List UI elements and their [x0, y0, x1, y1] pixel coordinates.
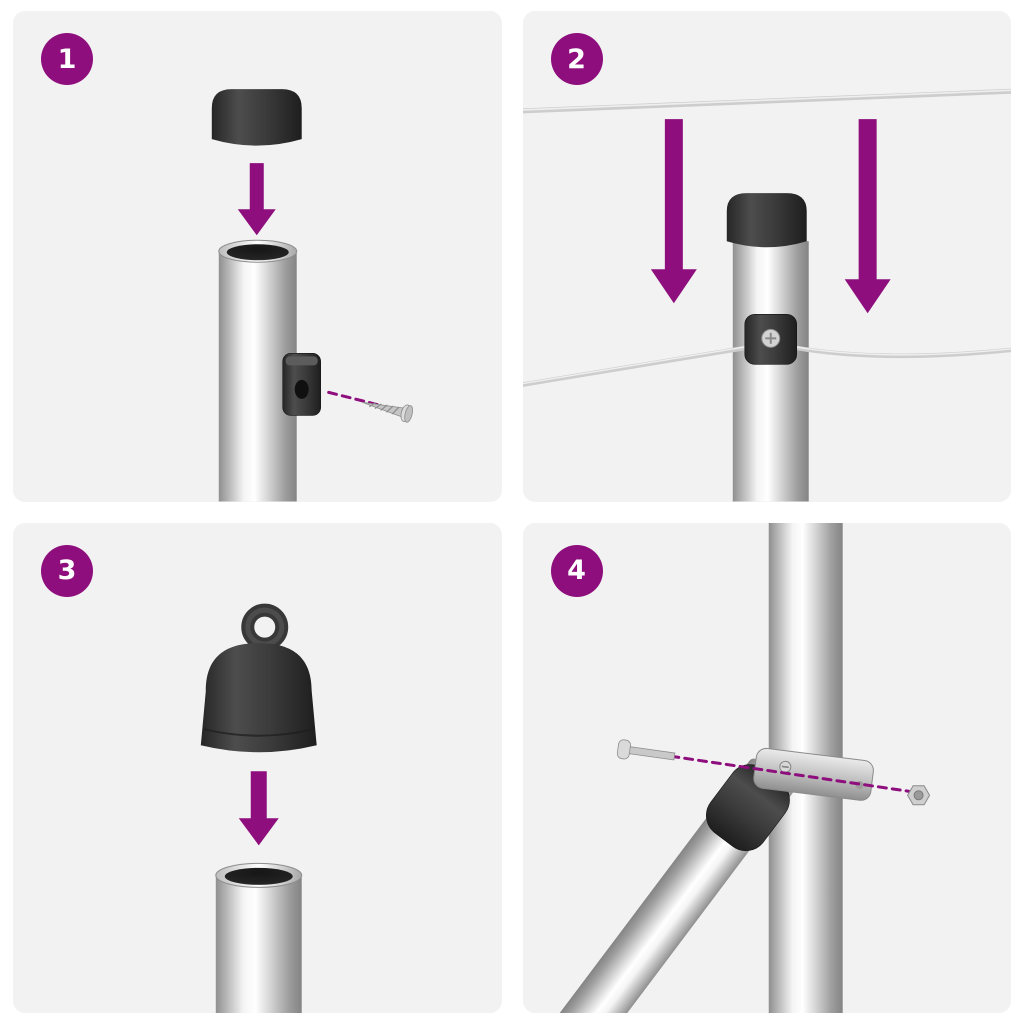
step-panel-2: 2 [522, 11, 1011, 502]
clamp-block [282, 353, 321, 416]
step-number-badge: 2 [550, 33, 603, 85]
step-panel-1: 1 [13, 11, 502, 502]
down-arrow-icon [238, 770, 279, 845]
step-2-illustration [522, 88, 1011, 502]
down-arrow-icon [650, 119, 697, 304]
bolt-icon [616, 738, 675, 760]
nut-icon [906, 784, 930, 805]
top-wire [522, 88, 1011, 114]
step-number: 2 [567, 43, 586, 75]
tension-wire [522, 345, 1011, 387]
screw-icon [361, 401, 414, 423]
step-3-illustration [200, 603, 317, 1013]
step-number: 4 [567, 555, 586, 586]
step-1-illustration [211, 89, 414, 502]
step-number: 3 [57, 555, 77, 586]
metal-post [215, 862, 303, 1013]
post-cap [726, 193, 807, 248]
step-number-badge: 1 [41, 33, 93, 85]
eyelet-cap [200, 603, 317, 752]
screw-threads [368, 402, 400, 415]
down-arrow-icon [844, 119, 891, 314]
wire-clamp [743, 314, 797, 365]
step-number-badge: 4 [550, 544, 603, 597]
step-panel-4: 4 [522, 522, 1011, 1013]
down-arrow-icon [237, 163, 276, 236]
step-number: 1 [57, 43, 77, 75]
step-panel-3: 3 [13, 522, 502, 1013]
step-number-badge: 3 [41, 544, 93, 597]
fastener-guide-line [327, 390, 383, 407]
post-cap [211, 89, 302, 146]
step-4-illustration [544, 522, 930, 1013]
fastener-guide-line [668, 754, 910, 793]
capped-post [726, 193, 809, 502]
